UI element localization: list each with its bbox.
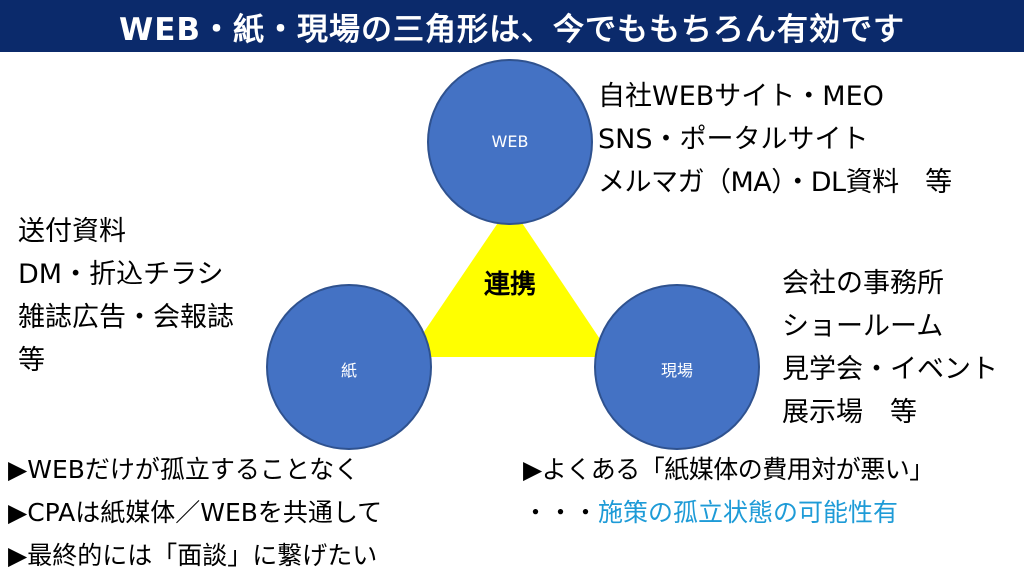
onsite-item: 会社の事務所 [782,268,944,299]
title-bar: WEB・紙・現場の三角形は、今でももちろん有効です [0,0,1024,52]
note-line: ▶よくある「紙媒体の費用対が悪い」 [523,455,934,484]
paper-item: 等 [18,345,45,376]
onsite-item: 見学会・イベント [782,354,998,385]
paper-node-label: 紙 [340,361,357,380]
onsite-circle [594,284,760,450]
onsite-items-list: 会社の事務所 ショールーム 見学会・イベント 展示場 等 [782,262,998,434]
paper-item: 送付資料 [18,216,126,247]
paper-items-list: 送付資料 DM・折込チラシ 雑誌広告・会報誌 等 [18,210,234,382]
web-item: メルマガ（MA）・DL資料 等 [598,167,952,198]
web-circle [427,59,593,225]
highlight-text: 施策の孤立状態の可能性有 [598,498,899,527]
paper-circle [266,284,432,450]
note-line-highlight-row: ・・・施策の孤立状態の可能性有 [523,491,934,534]
paper-item: DM・折込チラシ [18,259,224,290]
link-triangle [407,205,612,357]
onsite-node-label: 現場 [660,361,693,380]
bottom-right-notes: ▶よくある「紙媒体の費用対が悪い」 ・・・施策の孤立状態の可能性有 [523,448,934,534]
page-title: WEB・紙・現場の三角形は、今でももちろん有効です [119,11,905,48]
center-label: 連携 [483,270,536,300]
note-line: ▶WEBだけが孤立することなく [8,455,360,484]
web-item: SNS・ポータルサイト [598,124,869,155]
note-line: ▶最終的には「面談」に繋げたい [8,541,378,570]
onsite-item: ショールーム [782,311,944,342]
web-item: 自社WEBサイト・MEO [598,81,884,112]
bottom-left-notes: ▶WEBだけが孤立することなく ▶CPAは紙媒体／WEBを共通して ▶最終的には… [8,448,382,577]
web-node-label: WEB [491,132,529,151]
onsite-item: 展示場 等 [782,397,917,428]
note-line: ▶CPAは紙媒体／WEBを共通して [8,498,383,527]
paper-item: 雑誌広告・会報誌 [18,302,234,333]
web-items-list: 自社WEBサイト・MEO SNS・ポータルサイト メルマガ（MA）・DL資料 等 [598,75,952,204]
ellipsis-prefix: ・・・ [523,498,599,527]
